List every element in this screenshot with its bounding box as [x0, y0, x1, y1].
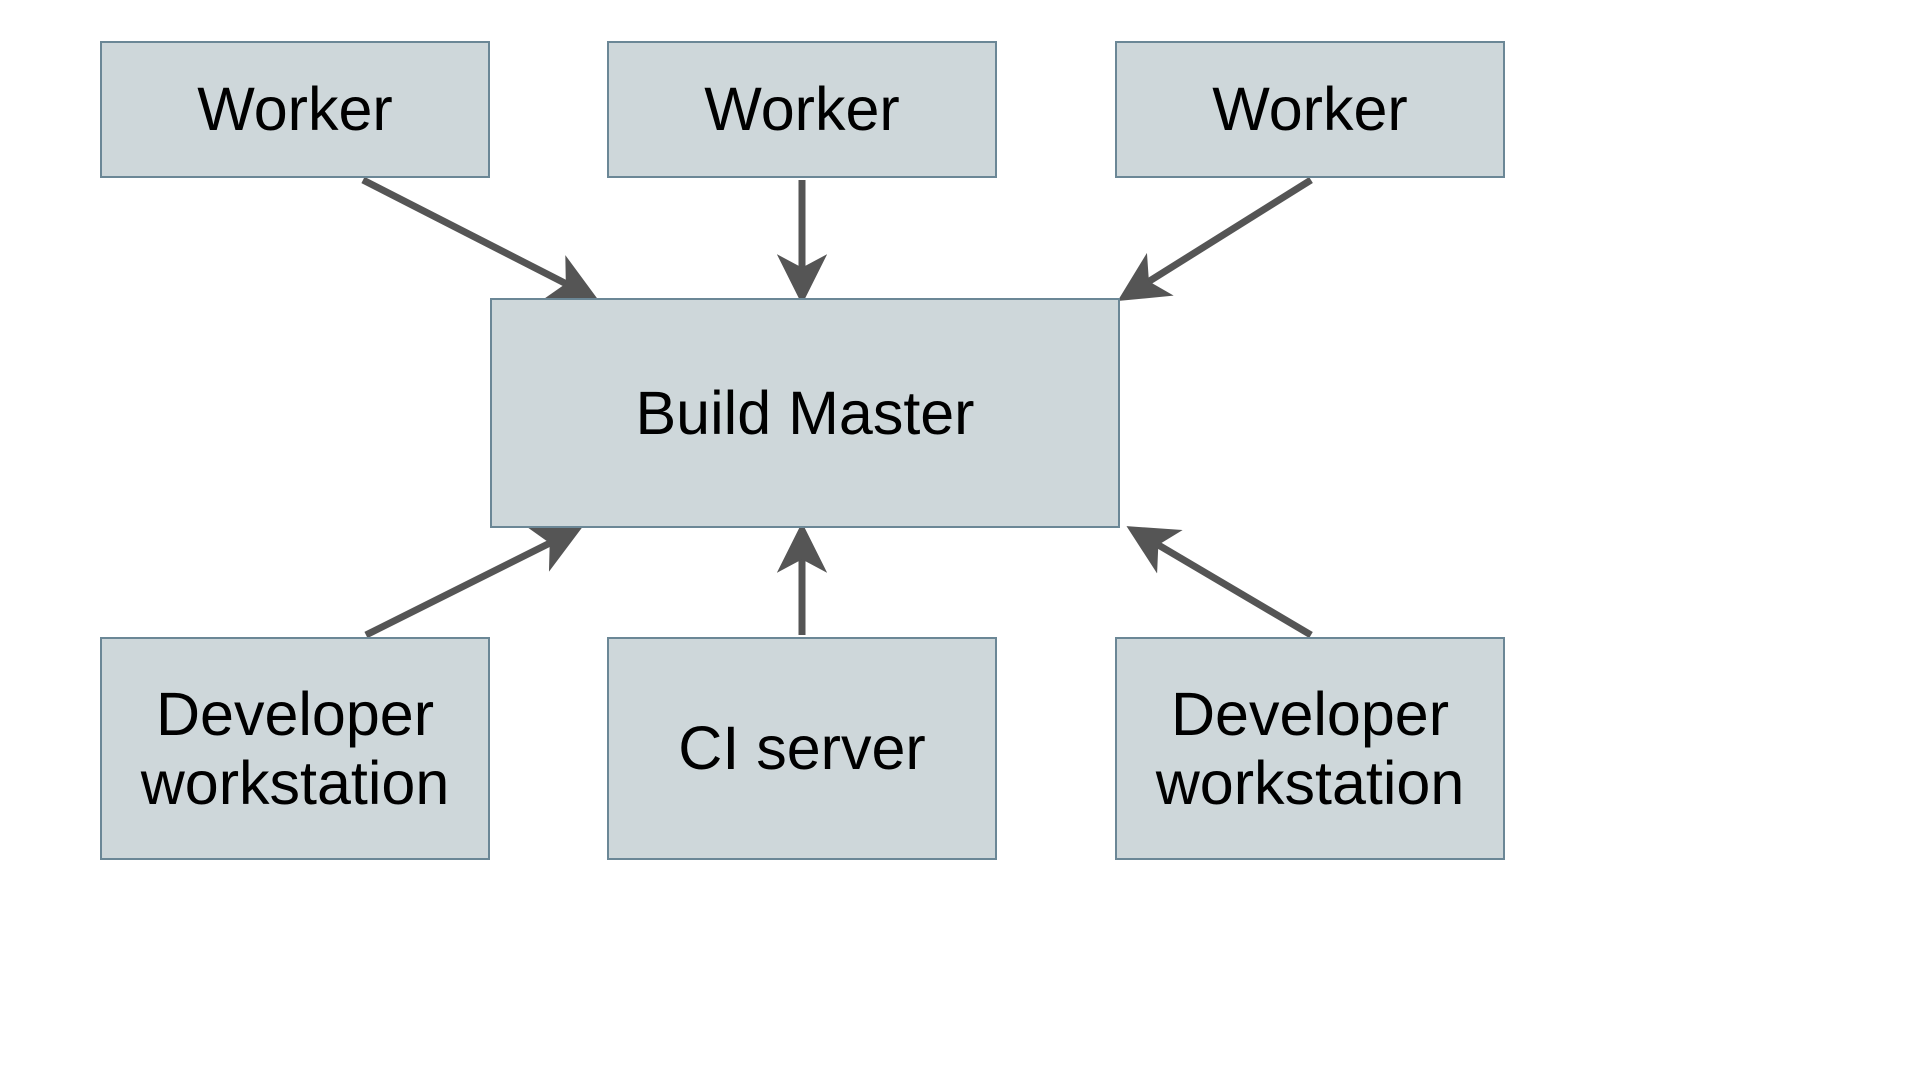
node-ci-server[interactable]: CI server [607, 637, 997, 860]
node-worker-3[interactable]: Worker [1115, 41, 1505, 178]
node-build-master-label: Build Master [635, 378, 975, 447]
node-build-master[interactable]: Build Master [490, 298, 1120, 528]
node-worker-2-label: Worker [704, 75, 900, 144]
node-developer-workstation-2-label: Developer workstation [1155, 680, 1465, 817]
node-worker-3-label: Worker [1212, 75, 1408, 144]
node-ci-server-label: CI server [678, 714, 926, 783]
node-worker-1-label: Worker [197, 75, 393, 144]
edge-worker3-to-master [1117, 177, 1313, 302]
node-developer-workstation-2[interactable]: Developer workstation [1115, 637, 1505, 860]
node-worker-1[interactable]: Worker [100, 41, 490, 178]
edge-devws1-to-master [364, 526, 583, 639]
node-developer-workstation-1[interactable]: Developer workstation [100, 637, 490, 860]
edge-devws2-to-master [1126, 526, 1313, 639]
node-worker-2[interactable]: Worker [607, 41, 997, 178]
node-developer-workstation-1-label: Developer workstation [140, 680, 450, 817]
edge-worker1-to-master [361, 176, 599, 301]
